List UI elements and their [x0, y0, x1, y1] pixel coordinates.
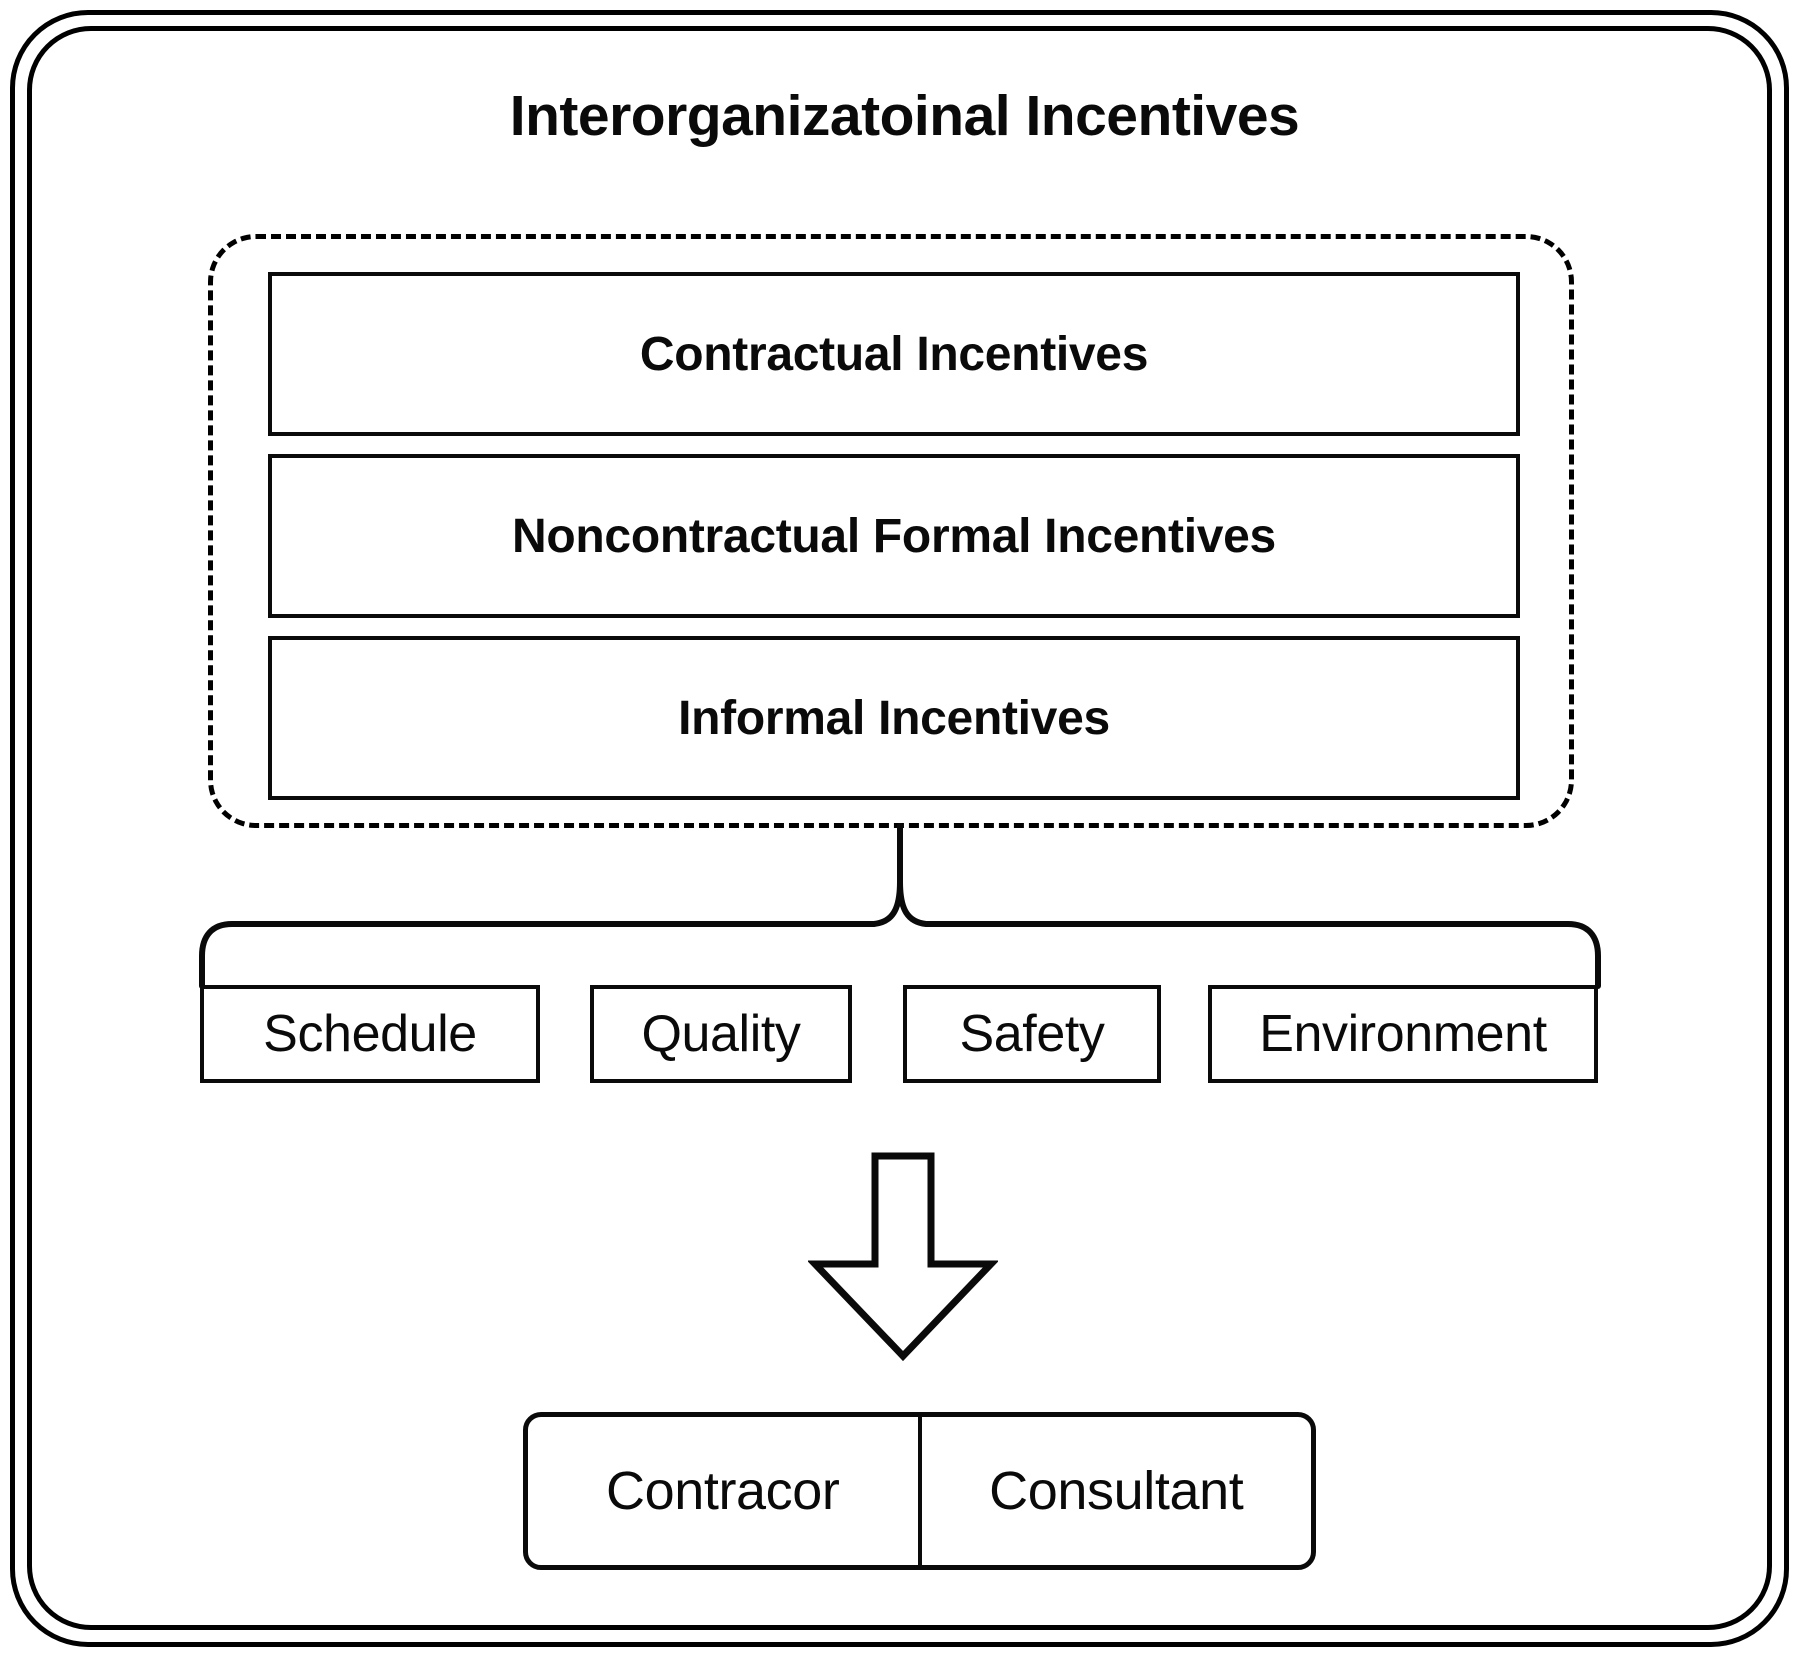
actor-label: Consultant [989, 1461, 1244, 1521]
criterion-label: Schedule [263, 1005, 477, 1063]
outer-frame-outline [10, 10, 1789, 1647]
criterion-box-quality: Quality [590, 985, 852, 1083]
incentive-box-noncontractual-formal: Noncontractual Formal Incentives [268, 454, 1520, 618]
criterion-box-safety: Safety [903, 985, 1161, 1083]
incentive-box-contractual: Contractual Incentives [268, 272, 1520, 436]
down-arrow-icon [808, 1152, 998, 1362]
incentive-box-label: Noncontractual Formal Incentives [512, 509, 1276, 563]
actor-cell-consultant: Consultant [922, 1417, 1312, 1565]
curly-brace-icon [199, 823, 1601, 989]
incentive-box-label: Informal Incentives [678, 691, 1110, 745]
incentive-box-informal: Informal Incentives [268, 636, 1520, 800]
criterion-label: Safety [959, 1005, 1105, 1063]
criterion-box-environment: Environment [1208, 985, 1598, 1083]
page-title: Interorganizatoinal Incentives [509, 84, 1300, 148]
incentive-group-dashed-container [208, 234, 1574, 828]
criterion-label: Quality [641, 1005, 801, 1063]
actor-divider [917, 1417, 922, 1565]
criterion-box-schedule: Schedule [200, 985, 540, 1083]
actor-cell-contractor: Contracor [528, 1417, 918, 1565]
actor-label: Contracor [606, 1461, 840, 1521]
incentive-box-label: Contractual Incentives [639, 327, 1149, 381]
outer-frame-inline [27, 26, 1772, 1630]
actors-container: Contracor Consultant [523, 1412, 1316, 1570]
criterion-label: Environment [1259, 1005, 1547, 1063]
